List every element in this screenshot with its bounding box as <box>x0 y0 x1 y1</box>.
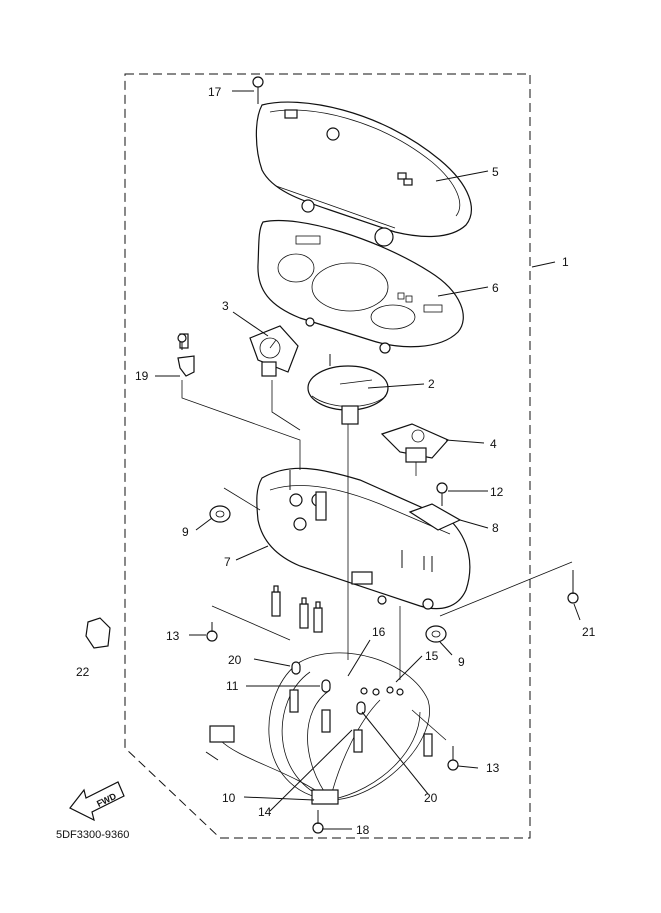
bulb-socket <box>271 585 281 617</box>
bulb-socket <box>299 597 309 629</box>
part-10-wire-harness <box>205 652 430 805</box>
callout-1: 1 <box>562 255 569 269</box>
screw <box>567 570 579 604</box>
callout-3: 3 <box>222 299 229 313</box>
screw <box>447 746 459 771</box>
callout-17: 17 <box>208 85 222 99</box>
bulb-socket <box>423 733 433 757</box>
bulb <box>321 679 331 693</box>
callout-12: 12 <box>490 485 504 499</box>
callout-13: 13 <box>486 761 500 775</box>
callout-9: 9 <box>182 525 189 539</box>
assembly-boundary <box>124 73 531 839</box>
bulb-small <box>396 688 404 696</box>
forward-arrow-icon: FWD <box>69 781 125 822</box>
callout-11: 11 <box>226 679 239 693</box>
callout-15: 15 <box>425 649 439 663</box>
callout-13: 13 <box>166 629 180 643</box>
callout-7: 7 <box>224 555 231 569</box>
part-5-upper-case <box>255 101 472 247</box>
assembly-guide-lines <box>181 380 573 741</box>
part-6-lens-panel <box>257 219 464 354</box>
screw <box>436 482 448 506</box>
callout-21: 21 <box>582 625 596 639</box>
callout-20: 20 <box>424 791 438 805</box>
callout-19: 19 <box>135 369 149 383</box>
bulb-socket <box>353 729 363 753</box>
callout-14: 14 <box>258 805 272 819</box>
callout-6: 6 <box>492 281 499 295</box>
screw <box>177 333 187 350</box>
part-4-gauge <box>380 423 449 463</box>
callout-16: 16 <box>372 625 386 639</box>
part-22-clip <box>85 617 111 649</box>
callout-4: 4 <box>490 437 497 451</box>
bulb-small <box>386 686 394 694</box>
diagram-code: 5DF3300-9360 <box>56 829 129 841</box>
callout-5: 5 <box>492 165 499 179</box>
callout-10: 10 <box>222 791 236 805</box>
screw <box>312 810 324 834</box>
callout-20: 20 <box>228 653 242 667</box>
bulb-socket <box>321 709 331 733</box>
part-7-meter-base <box>256 467 471 610</box>
bulb-socket <box>313 601 323 633</box>
callout-2: 2 <box>428 377 435 391</box>
callout-labels: 17 5 1 6 3 2 19 4 12 8 9 7 13 20 11 16 1… <box>76 85 596 837</box>
bulb-small <box>372 688 380 696</box>
bulb <box>291 661 301 675</box>
part-3-gauge <box>249 325 299 377</box>
callout-8: 8 <box>492 521 499 535</box>
callout-22: 22 <box>76 665 90 679</box>
bulb-small <box>360 687 368 695</box>
part-9-grommet <box>425 625 447 643</box>
bulb-socket <box>289 689 299 713</box>
part-9-grommet <box>209 505 231 523</box>
callout-18: 18 <box>356 823 370 837</box>
leader-lines <box>155 90 581 830</box>
part-2-speedometer <box>307 354 389 425</box>
bulb <box>356 701 366 715</box>
screw <box>252 76 264 104</box>
callout-9: 9 <box>458 655 465 669</box>
screw <box>206 622 218 642</box>
